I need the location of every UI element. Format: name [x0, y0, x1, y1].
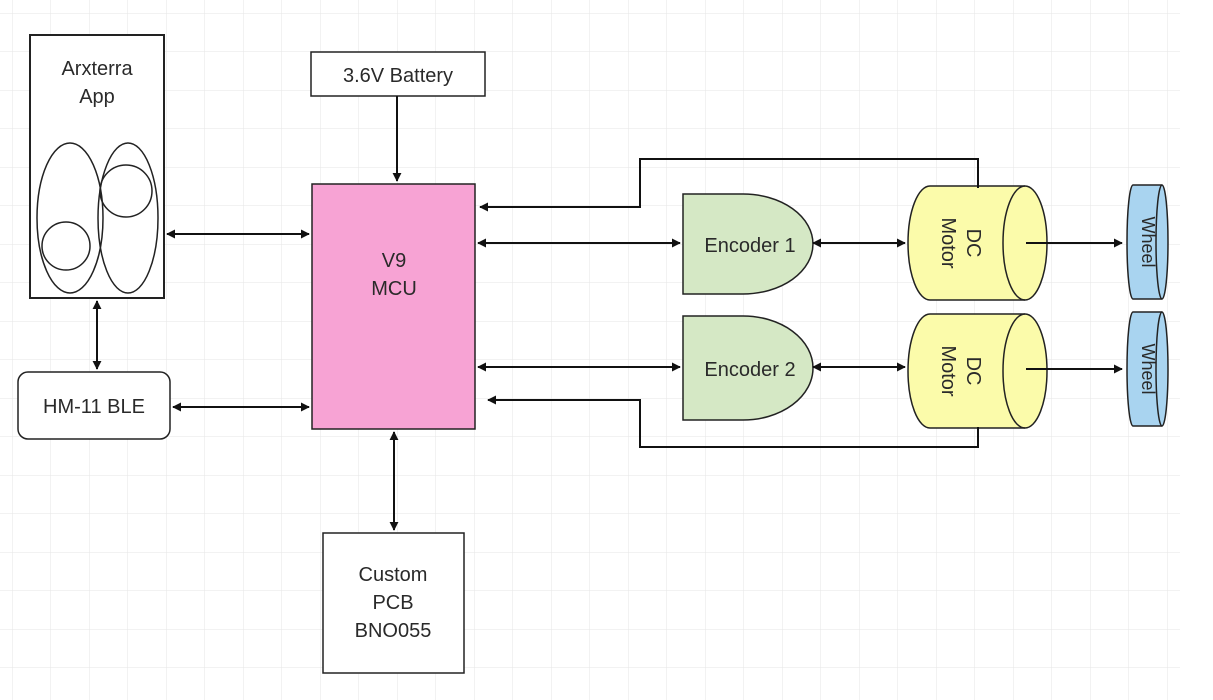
- battery-block: 3.6V Battery: [310, 51, 486, 97]
- motor-1-feedback-arrow: [479, 158, 979, 212]
- mcu-label-line2: MCU: [371, 278, 417, 300]
- ble-module-label: HM-11 BLE: [43, 396, 145, 418]
- wheel-1-label: Wheel: [1138, 216, 1158, 267]
- wheel-1-block: Wheel: [1126, 184, 1169, 300]
- wheel-2-block: Wheel: [1126, 311, 1169, 427]
- connectors: [92, 96, 1123, 531]
- encoder-1-block: Encoder 1: [682, 193, 814, 295]
- app-logo-icon: [36, 142, 159, 294]
- arxterra-app-label-line2: App: [79, 86, 115, 108]
- custom-pcb-label-line3: BNO055: [355, 620, 432, 642]
- dc-motor-1-block: DC Motor: [907, 185, 1048, 301]
- dc-motor-1-label-line1: DC: [962, 229, 984, 258]
- dc-motor-2-label-line2: Motor: [937, 345, 959, 396]
- arxterra-app-label-line1: Arxterra: [61, 58, 133, 80]
- encoder-1-label: Encoder 1: [704, 235, 795, 257]
- battery-label: 3.6V Battery: [343, 65, 453, 87]
- custom-pcb-block: Custom PCB BNO055: [322, 532, 465, 674]
- dc-motor-2-label-line1: DC: [962, 357, 984, 386]
- mcu-block: V9 MCU: [311, 183, 476, 430]
- dc-motor-2-block: DC Motor: [907, 313, 1048, 429]
- encoder-2-label: Encoder 2: [704, 359, 795, 381]
- dc-motor-1-label-line2: Motor: [937, 217, 959, 268]
- encoder-2-block: Encoder 2: [682, 315, 814, 421]
- motor-2-feedback-arrow: [487, 395, 979, 448]
- wheel-2-label: Wheel: [1138, 343, 1158, 394]
- custom-pcb-label-line2: PCB: [372, 592, 413, 614]
- mcu-label-line1: V9: [382, 250, 406, 272]
- custom-pcb-label-line1: Custom: [359, 564, 428, 586]
- arxterra-app-block: Arxterra App: [29, 34, 165, 299]
- ble-module-block: HM-11 BLE: [17, 371, 171, 440]
